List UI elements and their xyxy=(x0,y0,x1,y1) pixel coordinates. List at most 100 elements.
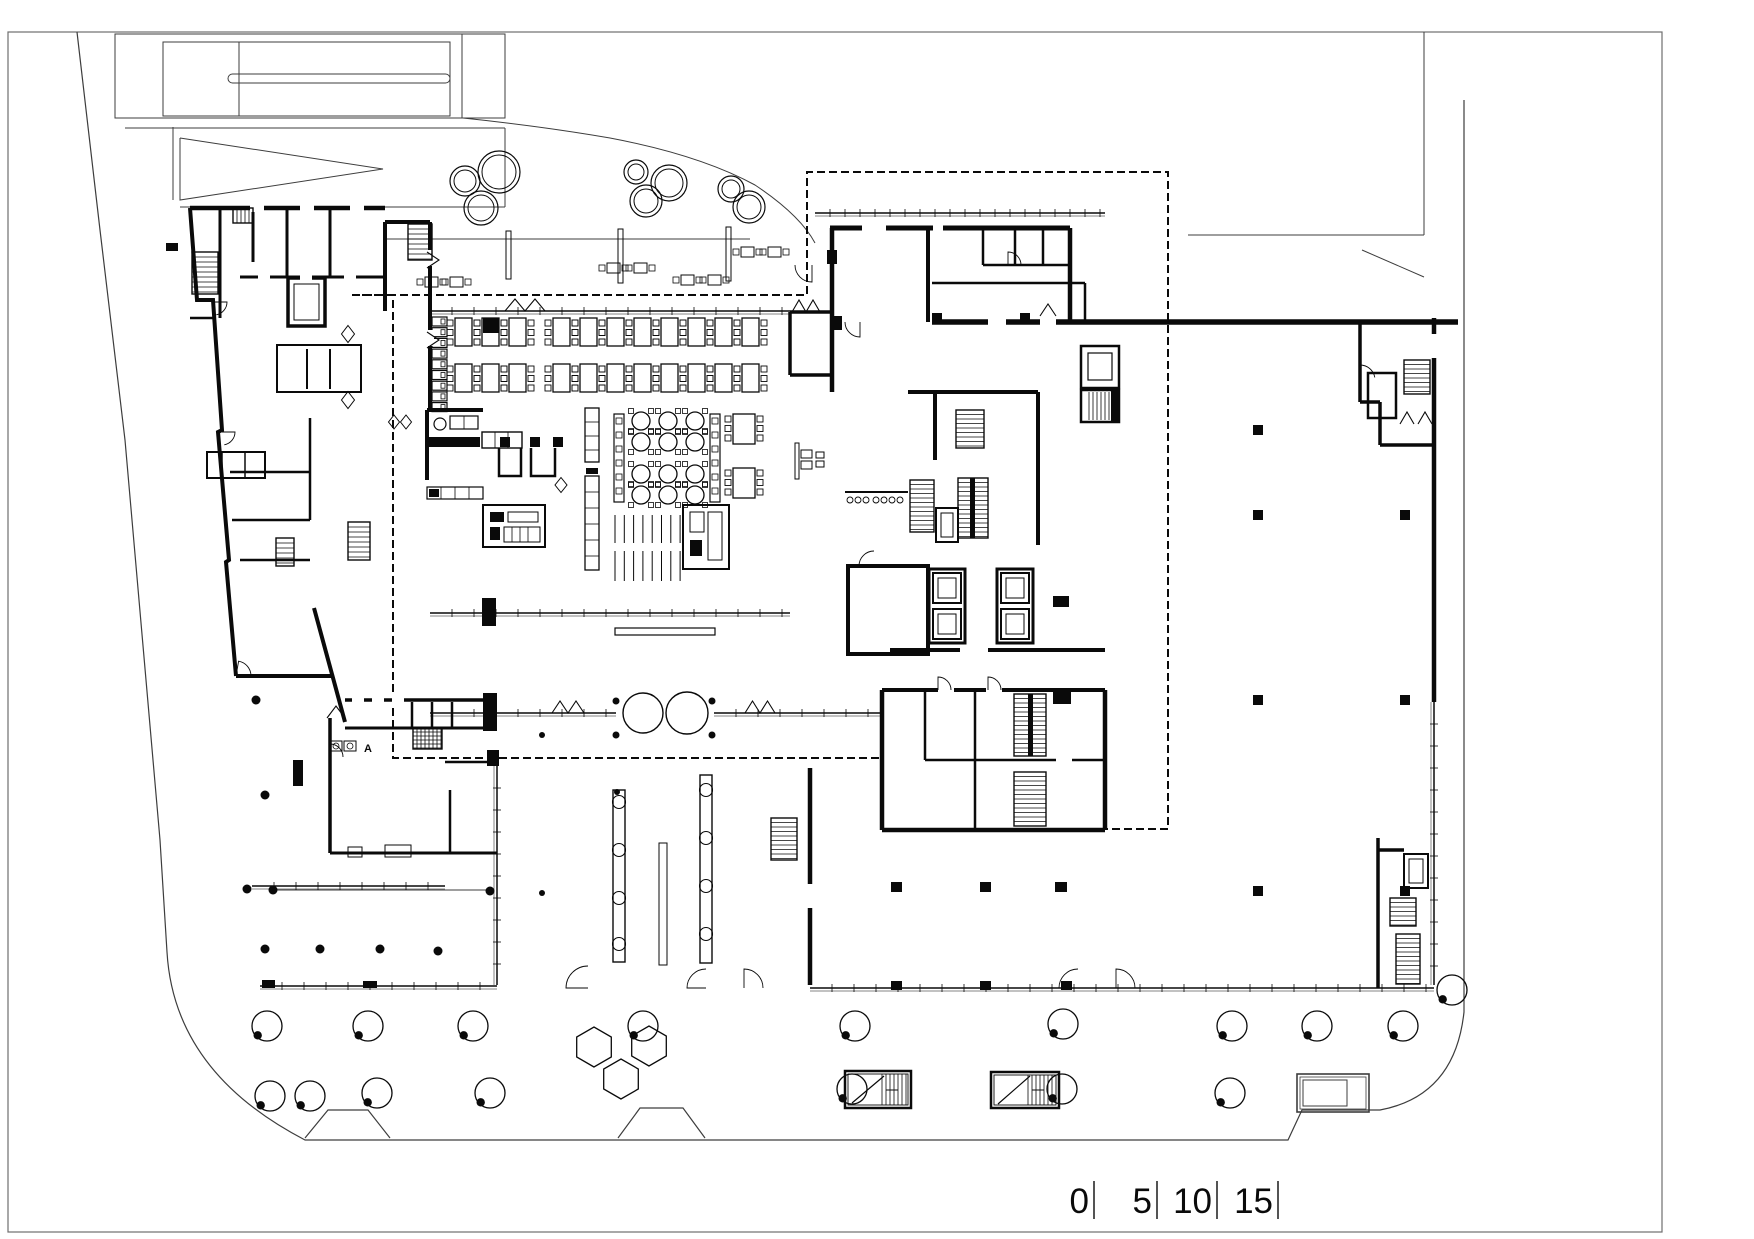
column-dot xyxy=(315,944,325,954)
joint-diamond xyxy=(340,324,356,344)
door-swing-arc xyxy=(1359,364,1376,380)
chair xyxy=(544,375,552,382)
chair xyxy=(446,319,454,327)
round-table xyxy=(631,485,651,505)
wall-opening xyxy=(250,205,264,212)
wall-opening xyxy=(352,696,364,704)
wall-opening xyxy=(1430,334,1439,358)
booth-seating xyxy=(440,382,446,389)
chair xyxy=(652,365,660,373)
chair xyxy=(598,375,606,382)
tree-icon xyxy=(1438,995,1447,1004)
chair xyxy=(682,408,688,414)
door-swing-arc xyxy=(329,743,344,758)
chair xyxy=(648,429,654,435)
door-swing-arc xyxy=(844,321,861,338)
column-dot xyxy=(539,732,545,738)
chair xyxy=(760,384,768,392)
dining-table xyxy=(454,317,473,347)
stair-hatch xyxy=(1395,933,1421,985)
stair-hatch xyxy=(955,409,985,449)
chair xyxy=(733,375,741,382)
dining-table xyxy=(454,363,473,393)
tree-icon xyxy=(251,1010,283,1042)
outline-rect xyxy=(843,1069,913,1110)
tree-icon xyxy=(453,169,477,193)
chair xyxy=(446,338,454,346)
round-table xyxy=(658,432,678,452)
chair xyxy=(473,375,481,382)
column-dot xyxy=(485,886,495,896)
stair-hatch xyxy=(347,521,371,561)
chair xyxy=(598,365,606,373)
chair xyxy=(598,365,606,373)
outline-rect xyxy=(993,1074,1057,1106)
plan-annotations: A xyxy=(364,743,372,755)
door-swing-arc xyxy=(858,550,875,567)
poche-fill xyxy=(586,468,598,474)
streetscape xyxy=(251,974,1468,1113)
chair xyxy=(615,487,623,495)
poche-fill xyxy=(1055,882,1067,892)
tree-icon xyxy=(736,194,762,220)
door-swing-arc xyxy=(235,660,252,677)
circle-mark xyxy=(346,742,354,750)
chair xyxy=(628,502,634,508)
column-dot xyxy=(612,731,620,739)
dining-table xyxy=(714,363,733,393)
door-swing-arc xyxy=(222,431,236,446)
tree-icon xyxy=(1218,1031,1227,1040)
tree-icon xyxy=(1389,1031,1398,1040)
courtyard-trees xyxy=(449,150,766,226)
poche-fill xyxy=(1028,694,1033,756)
chair xyxy=(706,338,714,346)
chair xyxy=(648,408,654,414)
tree-icon xyxy=(463,190,499,226)
plan-label: A xyxy=(364,743,372,755)
chair xyxy=(571,329,579,336)
chair xyxy=(711,431,719,439)
door-swing-arc xyxy=(686,968,707,989)
chair xyxy=(441,278,449,286)
chair xyxy=(571,384,579,392)
door-zigzag xyxy=(1417,410,1433,425)
door-swing-arc xyxy=(987,676,1002,691)
chair xyxy=(675,408,681,414)
stair-hatch xyxy=(770,817,798,861)
chair xyxy=(648,449,654,455)
chair xyxy=(756,425,764,432)
poche-fill xyxy=(827,250,837,264)
poche-fill xyxy=(1053,596,1069,607)
chair xyxy=(615,417,623,425)
circle-mark xyxy=(698,926,714,942)
poche-fill xyxy=(690,540,702,556)
circle-mark xyxy=(611,890,627,906)
poche-fill xyxy=(429,489,439,497)
chair xyxy=(724,425,732,432)
tree-icon xyxy=(294,1080,326,1112)
chair xyxy=(706,384,714,392)
chair xyxy=(706,375,714,382)
column-dot xyxy=(708,697,716,705)
outline-rect xyxy=(1087,352,1113,381)
chair xyxy=(621,264,629,272)
chair xyxy=(571,365,579,373)
poche-fill xyxy=(932,313,942,324)
chair xyxy=(527,338,535,346)
round-table xyxy=(631,411,651,431)
chair xyxy=(446,384,454,392)
dining-table xyxy=(606,363,625,393)
chair xyxy=(648,461,654,467)
door-swing-arc xyxy=(1007,251,1022,266)
chair xyxy=(760,329,768,336)
doors-layer xyxy=(214,251,1433,989)
tree-icon xyxy=(1303,1031,1312,1040)
outline-rect xyxy=(699,774,713,964)
wall-opening xyxy=(300,273,312,280)
outline-rect xyxy=(162,41,451,117)
column-dot xyxy=(539,890,545,896)
chair xyxy=(625,365,633,373)
chair xyxy=(625,264,633,272)
chair xyxy=(675,449,681,455)
chair xyxy=(446,375,454,382)
